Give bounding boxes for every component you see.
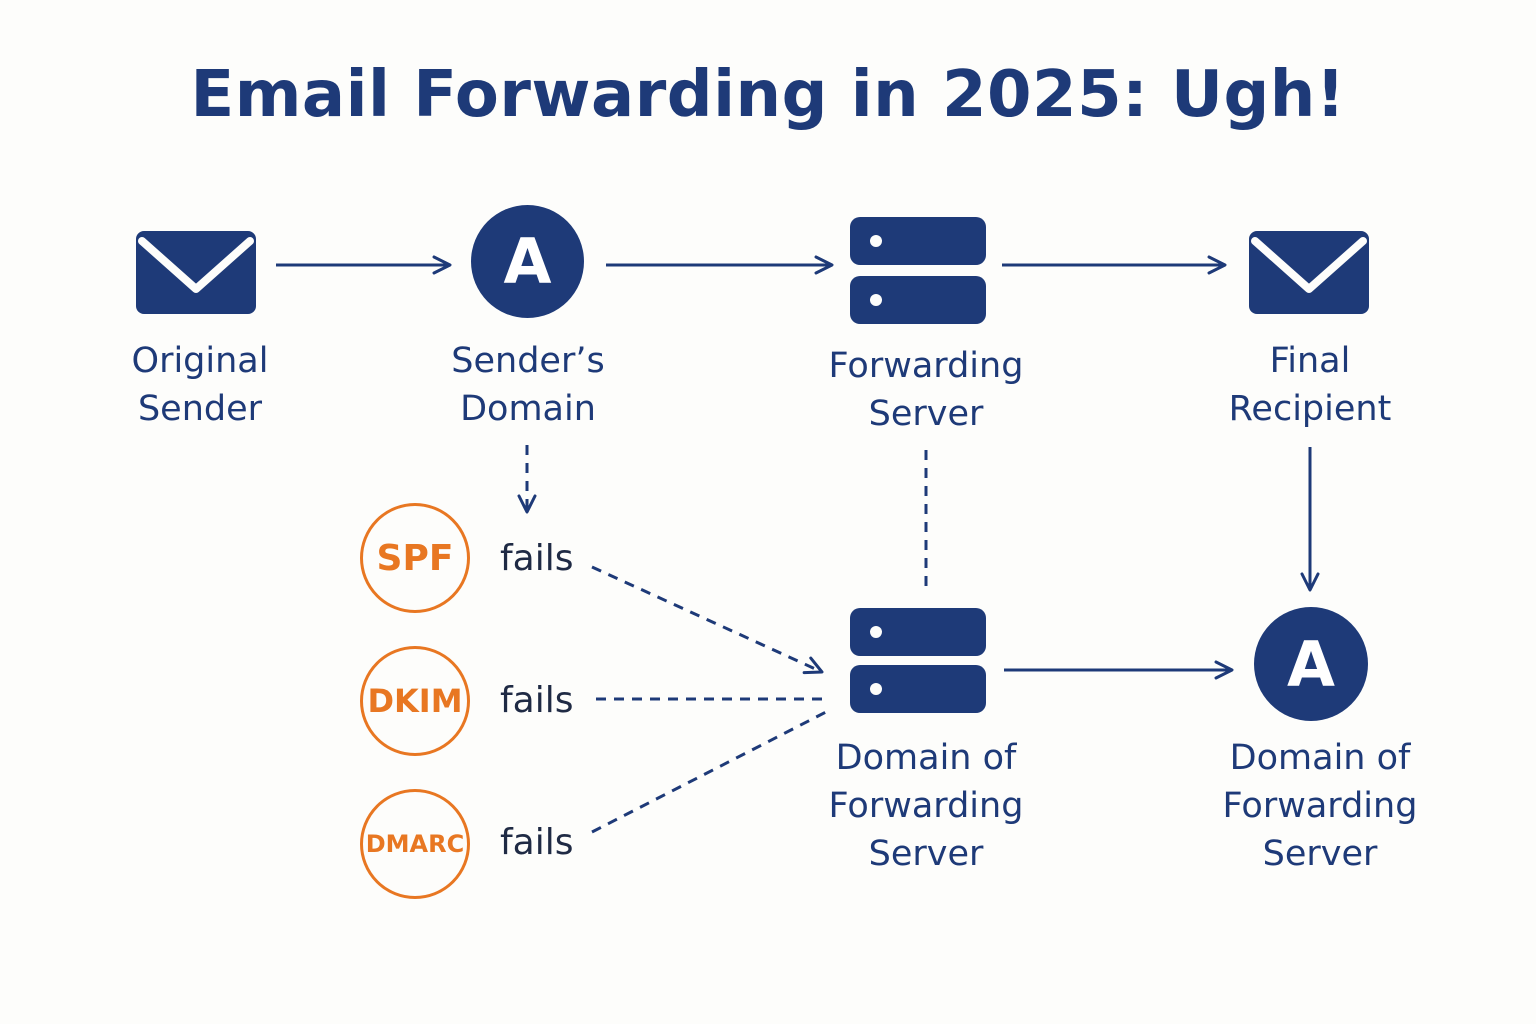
- domain-a-icon: A: [471, 205, 584, 318]
- spf-badge-label: SPF: [376, 537, 454, 579]
- page-title: Email Forwarding in 2025: Ugh!: [190, 58, 1346, 132]
- label-domain-of-forwarding-server-2: Domain of Forwarding Server: [1222, 738, 1418, 874]
- dashed-line-dmarc: [591, 710, 827, 834]
- server-icon: [850, 608, 986, 713]
- label-original-sender: Original Sender: [131, 341, 269, 429]
- dkim-status: fails: [500, 680, 574, 721]
- label-forwarding-server: Forwarding Server: [828, 346, 1024, 434]
- dmarc-status: fails: [500, 822, 574, 863]
- label-senders-domain: Sender’s Domain: [451, 341, 605, 429]
- label-domain-of-forwarding-server: Domain of Forwarding Server: [828, 738, 1024, 874]
- dmarc-badge-label: DMARC: [365, 830, 465, 858]
- label-final-recipient: Final Recipient: [1228, 341, 1392, 429]
- spf-status: fails: [500, 538, 574, 579]
- dkim-badge: DKIM: [360, 646, 470, 756]
- envelope-icon: [1249, 231, 1369, 314]
- dkim-badge-label: DKIM: [367, 682, 463, 720]
- dmarc-badge: DMARC: [360, 789, 470, 899]
- server-icon: [850, 217, 986, 324]
- envelope-icon: [136, 231, 256, 314]
- domain-a-glyph: A: [503, 225, 552, 298]
- domain-a-icon: A: [1254, 607, 1368, 721]
- spf-badge: SPF: [360, 503, 470, 613]
- domain-a-glyph: A: [1287, 627, 1335, 701]
- dashed-arrow-spf: [591, 565, 824, 675]
